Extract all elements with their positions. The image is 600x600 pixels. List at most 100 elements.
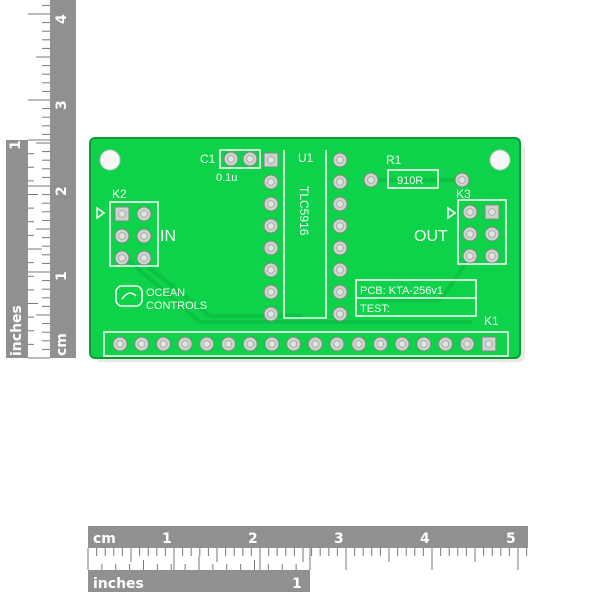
- pad-hole: [159, 340, 168, 348]
- ruler-cm-strip: [50, 0, 76, 358]
- capacitor-value-label: 0.1u: [216, 172, 237, 184]
- pad-hole: [419, 340, 428, 348]
- ruler-cm-number: 4: [420, 531, 430, 547]
- mounting-hole: [99, 149, 121, 171]
- pad-hole: [116, 340, 124, 348]
- header-outline: [103, 331, 509, 357]
- ruler-tick-area: [28, 0, 50, 358]
- pad-hole: [289, 340, 298, 348]
- ruler-cm-unit: cm: [54, 333, 70, 356]
- pad-hole: [485, 340, 493, 348]
- ruler-inch-number: 1: [8, 140, 24, 150]
- ruler-cm-number: 2: [54, 186, 70, 196]
- ruler-cm-number: 3: [334, 531, 344, 547]
- pad-hole: [376, 340, 385, 348]
- pcb-version-label: PCB: KTA-256v1: [360, 285, 443, 297]
- capacitor-outline: [219, 149, 261, 169]
- pad-hole: [336, 222, 344, 230]
- pad-hole: [336, 156, 344, 164]
- pad-hole: [268, 340, 276, 348]
- pad-hole: [140, 254, 148, 262]
- connector-out-outline: [457, 199, 507, 265]
- ruler-tick-area: [88, 548, 528, 570]
- ruler-inches-unit: inches: [9, 305, 25, 356]
- pad-hole: [140, 232, 148, 240]
- ruler-inch-strip: [6, 140, 28, 358]
- logo-line1: OCEAN: [146, 287, 185, 299]
- pad-hole: [336, 310, 344, 318]
- pad-hole: [267, 266, 275, 274]
- ruler-cm-number: 1: [54, 271, 70, 281]
- pcb-pads: [112, 151, 500, 352]
- ruler-cm-number: 5: [506, 531, 516, 547]
- label-out: OUT: [414, 228, 448, 245]
- pad-hole: [181, 340, 189, 348]
- ruler-cm-number: 3: [54, 100, 70, 110]
- horizontal-ruler: cm inches 1 2 3 4 5 1: [87, 526, 528, 592]
- connector-in-outline: [109, 201, 159, 267]
- mounting-hole: [489, 149, 511, 171]
- pad-hole: [336, 178, 344, 186]
- pad-hole: [333, 340, 341, 348]
- pad-hole: [336, 288, 344, 296]
- pad-hole: [336, 266, 344, 274]
- connector-out-ref-label: K3: [456, 187, 471, 201]
- ruler-ticks: [87, 548, 528, 570]
- chip-part-label: TLC5916: [297, 186, 311, 236]
- ruler-inch-number: 1: [292, 576, 302, 592]
- pad-hole: [118, 210, 126, 218]
- pin1-marker-icon: [96, 206, 106, 220]
- pad-hole: [458, 176, 466, 184]
- ruler-ticks: [28, 4, 50, 359]
- pad-hole: [466, 252, 474, 260]
- pad-hole: [488, 208, 496, 216]
- ruler-cm-number: 2: [248, 531, 258, 547]
- pad-hole: [246, 155, 254, 163]
- pad-hole: [267, 200, 275, 208]
- logo-line2: CONTROLS: [146, 300, 207, 312]
- ruler-cm-number: 1: [162, 531, 172, 547]
- capacitor-ref-label: C1: [200, 152, 216, 166]
- pad-hole: [488, 230, 496, 238]
- pad-hole: [267, 156, 275, 164]
- pad-hole: [336, 244, 344, 252]
- resistor-outline: [387, 169, 439, 189]
- pad-hole: [311, 340, 320, 348]
- pin1-marker-icon: [447, 206, 457, 220]
- ocean-controls-logo-icon: [115, 285, 143, 307]
- label-in: IN: [160, 228, 176, 245]
- pad-hole: [267, 288, 275, 296]
- pad-hole: [203, 340, 211, 348]
- pad-hole: [367, 176, 375, 184]
- chip-ref-label: U1: [298, 151, 314, 165]
- ruler-cm-strip: [88, 526, 528, 548]
- pad-hole: [466, 230, 474, 238]
- pcb-test-label: TEST:: [360, 303, 390, 315]
- connector-in-ref-label: K2: [112, 187, 127, 201]
- pad-hole: [118, 254, 126, 262]
- ocean-controls-logo: OCEAN CONTROLS: [115, 285, 207, 312]
- pad-hole: [398, 340, 406, 348]
- pad-hole: [224, 340, 233, 348]
- pad-hole: [227, 155, 235, 163]
- pcb-substrate: [89, 137, 521, 359]
- connector-header-ref-label: K1: [484, 314, 499, 328]
- ruler-inch-strip: [88, 570, 310, 592]
- pad-hole: [118, 232, 126, 240]
- pad-hole: [140, 210, 148, 218]
- ruler-cm-unit: cm: [93, 531, 116, 547]
- pad-hole: [463, 340, 472, 348]
- ruler-cm-number: 4: [54, 14, 70, 24]
- pad-hole: [336, 200, 344, 208]
- pad-hole: [246, 340, 255, 348]
- pcb-board: C1 0.1u U1 TLC5916 R1 910R K2 IN K3 OUT …: [89, 137, 525, 362]
- resistor-value-label: 910R: [397, 175, 423, 187]
- pad-hole: [267, 178, 275, 186]
- pad-hole: [466, 208, 474, 216]
- ruler-inches-unit: inches: [93, 576, 144, 592]
- pad-hole: [354, 340, 363, 348]
- chip-outline: [283, 150, 327, 319]
- pad-hole: [488, 252, 496, 260]
- pad-hole: [267, 244, 275, 252]
- pad-hole: [267, 310, 275, 318]
